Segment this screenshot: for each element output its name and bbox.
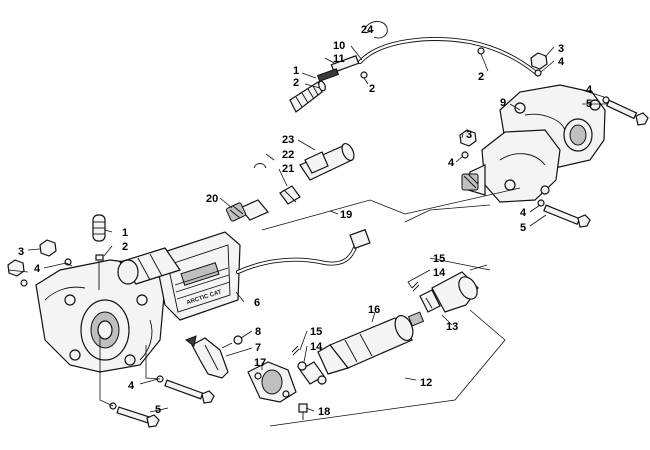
- callout-19: 19: [340, 209, 352, 221]
- callout-4: 4: [448, 157, 455, 169]
- callout-labels: 24 10 11 1 2 2 2 3 4 4 5 9 3 4 4 5 23 22…: [18, 24, 593, 418]
- callout-4: 4: [34, 263, 41, 275]
- callout-10: 10: [333, 40, 345, 52]
- callout-3: 3: [18, 246, 24, 258]
- front-u-joint: [411, 271, 479, 313]
- callout-5: 5: [520, 222, 526, 234]
- lower-u-joint-cross: [291, 345, 327, 385]
- callout-20: 20: [206, 193, 218, 205]
- callout-16: 16: [368, 304, 380, 316]
- front-gear-case: [35, 228, 371, 373]
- shift-cable: [289, 37, 537, 113]
- callout-6: 6: [254, 297, 260, 309]
- rear-hardware: [459, 52, 649, 228]
- callout-18: 18: [318, 406, 330, 418]
- callout-5: 5: [155, 404, 161, 416]
- callout-22: 22: [282, 149, 294, 161]
- callout-2: 2: [369, 83, 375, 95]
- callout-23: 23: [282, 134, 294, 146]
- rear-gear-case: [461, 84, 606, 203]
- shift-bracket: [184, 335, 243, 379]
- front-vent-boot: [92, 214, 106, 290]
- callout-3: 3: [558, 43, 564, 55]
- callout-4: 4: [128, 380, 135, 392]
- front-hardware: [7, 239, 215, 428]
- bolt-18: [298, 403, 308, 420]
- callout-24: 24: [361, 24, 374, 36]
- callout-11: 11: [333, 53, 345, 65]
- callout-13: 13: [446, 321, 458, 333]
- coupler-flange: [247, 361, 297, 403]
- callout-2: 2: [122, 241, 128, 253]
- callout-1: 1: [122, 227, 128, 239]
- callout-4: 4: [586, 84, 593, 96]
- cable-boot: [289, 81, 323, 113]
- callout-17: 17: [254, 357, 266, 369]
- callout-15: 15: [433, 253, 445, 265]
- callout-7: 7: [255, 342, 261, 354]
- callout-21: 21: [282, 163, 294, 175]
- callout-2: 2: [478, 71, 484, 83]
- leader-lines: [7, 29, 608, 427]
- callout-5: 5: [586, 98, 592, 110]
- callout-14: 14: [433, 267, 446, 279]
- front-drive-shaft: [317, 311, 425, 375]
- callout-15: 15: [310, 326, 322, 338]
- callout-3: 3: [466, 129, 472, 141]
- callout-2: 2: [293, 77, 299, 89]
- callout-4: 4: [520, 207, 527, 219]
- callout-9: 9: [500, 97, 506, 109]
- callout-1: 1: [293, 65, 299, 77]
- callout-14: 14: [310, 341, 323, 353]
- rear-drive-shaft-yokes: [225, 142, 355, 222]
- callout-4: 4: [558, 56, 565, 68]
- retaining-clip: [363, 21, 388, 39]
- callout-12: 12: [420, 377, 432, 389]
- callout-8: 8: [255, 326, 261, 338]
